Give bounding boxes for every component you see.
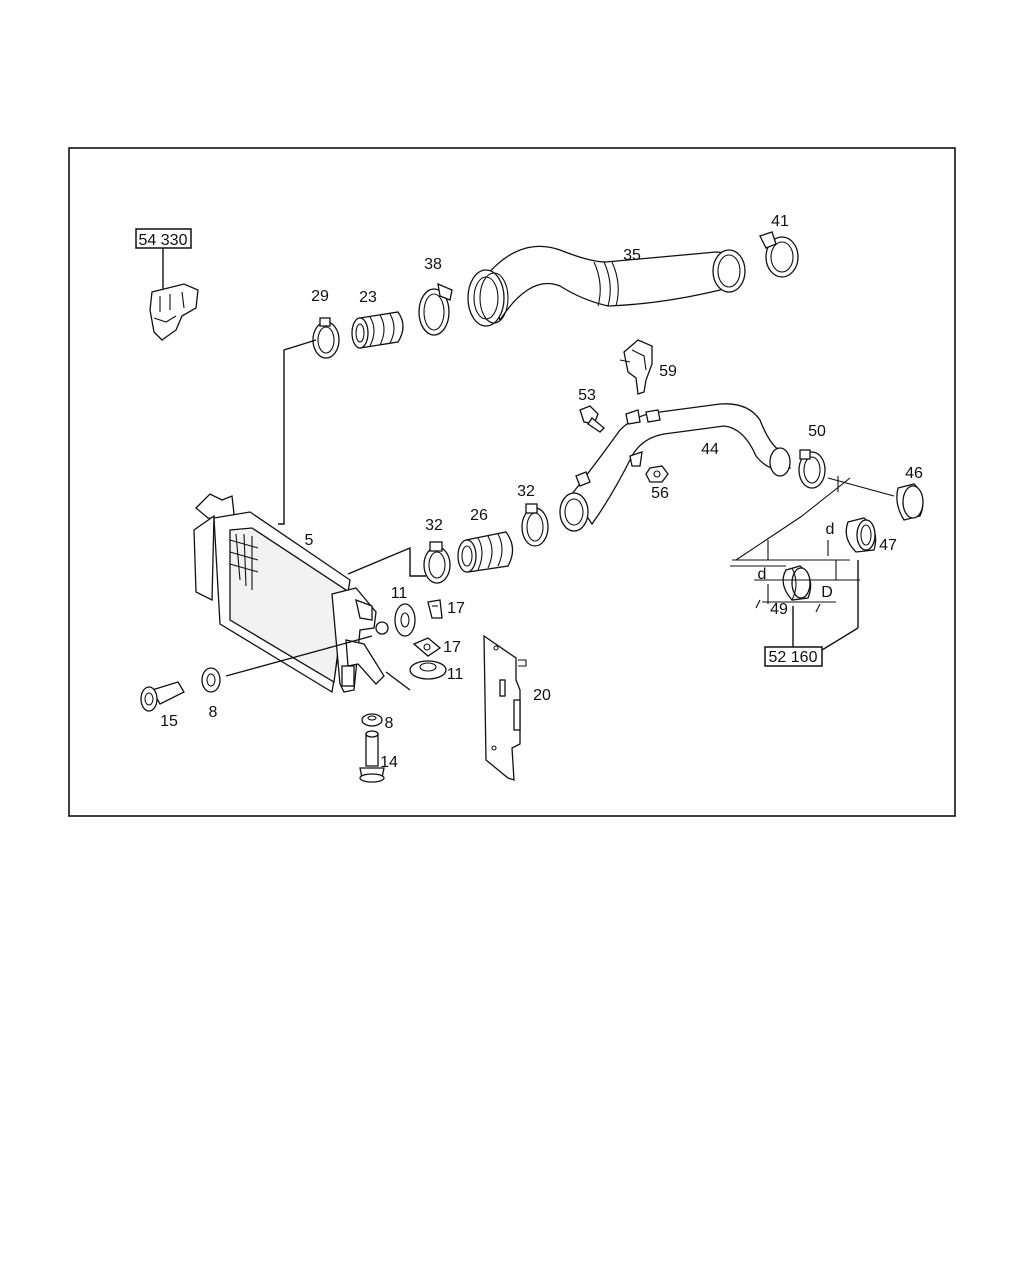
callout-32-upper: 32 xyxy=(517,483,535,500)
sleeve-49 xyxy=(782,565,812,601)
bolt-53 xyxy=(579,405,605,433)
dim-d-upper: d xyxy=(826,521,835,538)
washer-11-lower xyxy=(409,660,447,680)
callout-23: 23 xyxy=(359,289,377,306)
clamp-50 xyxy=(798,449,826,489)
callout-47: 47 xyxy=(879,537,897,554)
clamp-32-upper xyxy=(521,503,549,547)
callout-17-upper: 17 xyxy=(447,600,465,617)
hose-23 xyxy=(351,311,404,349)
clip-17-upper xyxy=(427,599,443,619)
ref-52160-group[interactable]: 52 160 xyxy=(764,560,859,667)
sleeve-46 xyxy=(896,483,924,521)
callout-11-upper: 11 xyxy=(391,585,408,602)
callout-20: 20 xyxy=(533,687,551,704)
clamp-32-lower xyxy=(423,541,451,584)
leader-lines xyxy=(225,339,426,691)
callout-32-lower: 32 xyxy=(425,517,443,534)
dim-D-outer: D xyxy=(821,584,833,601)
intercooler-5 xyxy=(193,493,389,694)
callout-5: 5 xyxy=(305,532,314,549)
bushing-8-left xyxy=(201,667,221,693)
bolt-15 xyxy=(140,681,185,712)
callout-59: 59 xyxy=(659,363,677,380)
hose-26 xyxy=(457,531,514,573)
callout-14: 14 xyxy=(380,754,398,771)
clamp-41 xyxy=(759,231,799,278)
nut-56 xyxy=(645,465,669,483)
bracket-20 xyxy=(483,634,527,781)
callout-35: 35 xyxy=(623,247,641,264)
ref-54330-group[interactable]: 54 330 xyxy=(135,228,192,290)
washer-11-upper xyxy=(394,603,416,637)
pipe-35 xyxy=(467,245,746,327)
callout-49: 49 xyxy=(770,601,788,618)
callout-56: 56 xyxy=(651,485,669,502)
callout-29: 29 xyxy=(311,288,329,305)
sensor-59 xyxy=(619,339,653,395)
callout-50: 50 xyxy=(808,423,826,440)
callout-26: 26 xyxy=(470,507,488,524)
callout-46: 46 xyxy=(905,465,923,482)
diagram-frame xyxy=(68,147,956,817)
dim-d-lower: d xyxy=(758,566,767,583)
leader-46 xyxy=(827,477,895,497)
clip-17-lower xyxy=(412,637,442,657)
clamp-38 xyxy=(418,282,453,336)
callout-8-bottom: 8 xyxy=(385,715,394,732)
ref-52160-label: 52 160 xyxy=(769,649,818,666)
dimension-lines: d d D xyxy=(730,476,860,613)
callout-11-lower: 11 xyxy=(447,666,464,683)
callout-41: 41 xyxy=(771,213,789,230)
callout-53: 53 xyxy=(578,387,596,404)
callout-38: 38 xyxy=(424,256,442,273)
callouts: 5 8 8 11 11 14 15 17 17 20 23 26 29 32 3… xyxy=(160,213,923,771)
sleeve-47 xyxy=(845,517,877,553)
callout-44: 44 xyxy=(701,441,719,458)
callout-8-left: 8 xyxy=(209,704,218,721)
callout-17-lower: 17 xyxy=(443,639,461,656)
sensor-part xyxy=(149,283,199,341)
bushing-8-bottom xyxy=(361,713,383,727)
ref-52160-box[interactable] xyxy=(764,646,823,667)
clamp-29 xyxy=(312,317,340,359)
pipe-44 xyxy=(559,403,791,532)
bolt-14 xyxy=(359,730,385,783)
ref-54330-label: 54 330 xyxy=(139,232,188,249)
callout-15: 15 xyxy=(160,713,178,730)
